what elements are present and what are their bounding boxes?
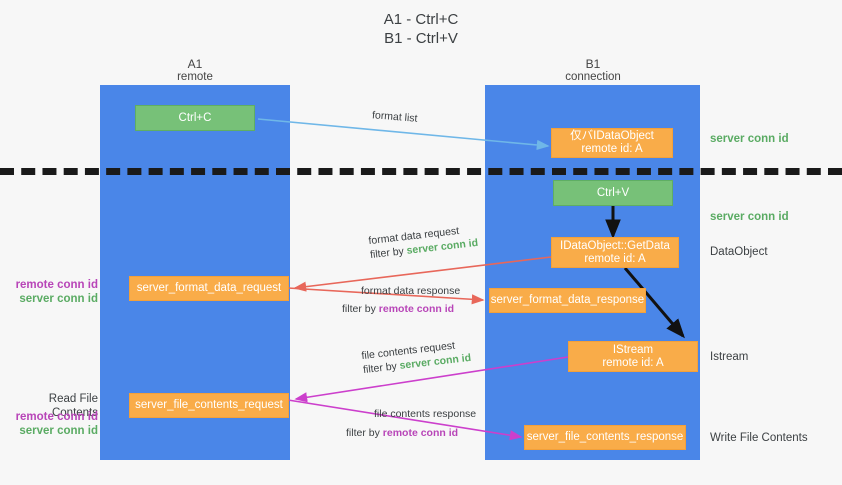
box-idataobject-getdata[interactable]: IDataObject::GetData remote id: A — [551, 237, 679, 268]
left-label-remote-conn-id-2: remote conn id — [15, 411, 98, 423]
left-label-conn-ids-group-1: remote conn id server conn id — [8, 278, 98, 306]
label-fdres-filter-key: remote conn id — [378, 303, 455, 315]
page-title: A1 - Ctrl+C B1 - Ctrl+V — [0, 10, 842, 48]
box-ctrl-c[interactable]: Ctrl+C — [135, 105, 255, 131]
left-label-remote-conn-id-1: remote conn id — [15, 279, 98, 291]
right-label-dataobject: DataObject — [710, 246, 768, 258]
label-file-contents-response: file contents response filter by remote … — [346, 407, 477, 440]
right-label-server-conn-id-second: server conn id — [710, 211, 789, 223]
box-server-file-contents-request-label: server_file_contents_request — [135, 399, 283, 411]
lane-header-b1-name: B1 — [585, 57, 601, 71]
box-getdata-line2: remote id: A — [584, 252, 646, 265]
lane-header-b1-sub: connection — [565, 71, 621, 83]
box-idataobject-line2: remote id: A — [581, 143, 643, 155]
label-fcres-filter-prefix: filter by — [346, 427, 383, 439]
label-file-contents-request: file contents request filter by server c… — [361, 337, 472, 377]
label-fcreq-filter-prefix: filter by — [362, 359, 401, 377]
box-server-file-contents-response[interactable]: server_file_contents_response — [524, 425, 686, 450]
left-label-server-conn-id-1: server conn id — [19, 293, 98, 305]
box-getdata-line1: IDataObject::GetData — [560, 239, 670, 252]
label-fcres-filter-key: remote conn id — [382, 427, 459, 439]
box-istream-line2: remote id: A — [602, 356, 664, 369]
left-label-server-conn-id-2: server conn id — [19, 425, 98, 437]
box-ctrl-c-label: Ctrl+C — [178, 111, 212, 124]
label-fdreq-filter-prefix: filter by — [369, 244, 408, 262]
lane-header-a1-sub: remote — [177, 71, 213, 83]
box-idataobject[interactable]: 仅バIDataObject remote id: A — [551, 128, 673, 158]
label-file-contents-response-filter: filter by remote conn id — [346, 426, 476, 440]
title-line-2: B1 - Ctrl+V — [384, 30, 458, 47]
left-label-conn-ids-group-2: remote conn id server conn id — [8, 410, 98, 438]
box-istream-line1: IStream — [612, 343, 654, 356]
label-format-data-request: format data request filter by server con… — [368, 222, 479, 262]
box-ctrl-v[interactable]: Ctrl+V — [553, 180, 673, 206]
lane-header-a1: A1 remote — [135, 58, 255, 84]
label-file-contents-response-title: file contents response — [374, 408, 477, 420]
label-format-data-response: format data response filter by remote co… — [342, 284, 461, 316]
right-label-istream: Istream — [710, 351, 749, 363]
box-ctrl-v-label: Ctrl+V — [596, 186, 630, 199]
lane-header-a1-name: A1 — [187, 57, 203, 71]
lane-header-b1: B1 connection — [533, 58, 653, 84]
box-server-file-contents-response-label: server_file_contents_response — [526, 431, 684, 443]
box-server-format-data-response-label: server_format_data_response — [490, 294, 645, 306]
box-istream[interactable]: IStream remote id: A — [568, 341, 698, 372]
box-server-format-data-request[interactable]: server_format_data_request — [129, 276, 289, 301]
label-format-list-text: format list — [371, 109, 418, 125]
label-format-list: format list — [372, 108, 418, 126]
left-label-read-file-contents: Read File Contents — [48, 393, 98, 419]
right-label-write-file-contents: Write File Contents — [710, 432, 808, 444]
box-server-file-contents-request[interactable]: server_file_contents_request — [129, 393, 289, 418]
title-line-1: A1 - Ctrl+C — [383, 11, 459, 28]
label-format-data-response-filter: filter by remote conn id — [342, 302, 460, 316]
box-server-format-data-response[interactable]: server_format_data_response — [489, 288, 646, 313]
box-idataobject-line1: 仅バIDataObject — [570, 130, 654, 142]
box-server-format-data-request-label: server_format_data_request — [136, 282, 282, 294]
right-label-server-conn-id-top: server conn id — [710, 133, 789, 145]
label-fdres-filter-prefix: filter by — [342, 303, 379, 315]
label-format-data-response-title: format data response — [361, 285, 461, 297]
phase-divider — [0, 168, 842, 175]
